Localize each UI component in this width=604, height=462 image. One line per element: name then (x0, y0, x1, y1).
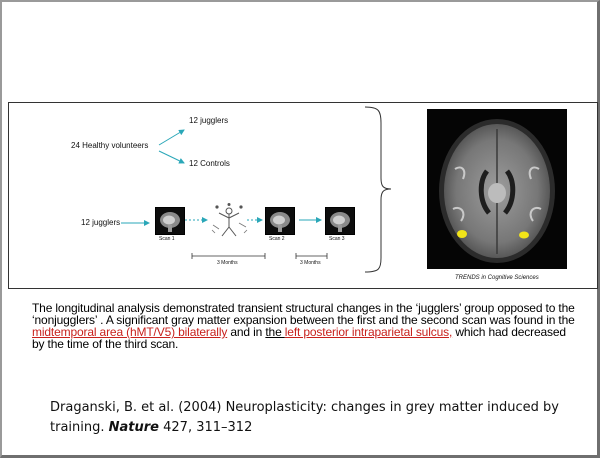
design-arrows (121, 106, 392, 273)
citation-ref: 427, 311–312 (159, 420, 253, 435)
interval-bar-2 (295, 253, 328, 259)
label-jugglers-group: 12 jugglers (189, 116, 229, 125)
interval-bar-1 (191, 253, 266, 259)
axial-mri-image (427, 109, 567, 269)
mri-scan2-image (265, 207, 295, 235)
scan1-label: Scan 1 (159, 236, 175, 242)
caption-highlight-ips: left posterior intraparietal sulcus, (284, 325, 453, 339)
brain-axial-icon (439, 119, 555, 263)
label-jugglers-row: 12 jugglers (81, 218, 121, 227)
juggling-illustration (211, 203, 248, 237)
scan3-label: Scan 3 (329, 236, 345, 242)
citation-text: Draganski, B. et al. (2004) Neuroplastic… (50, 400, 559, 435)
interval1-label: 3 Months (217, 260, 238, 266)
bracket (364, 106, 392, 273)
activation-right (519, 231, 529, 239)
scan2-label: Scan 2 (269, 236, 285, 242)
arrow-to-controls (158, 150, 185, 164)
citation: Draganski, B. et al. (2004) Neuroplastic… (50, 398, 570, 438)
caption-text-1: The longitudinal analysis demonstrated t… (32, 301, 575, 327)
label-volunteers: 24 Healthy volunteers (71, 141, 149, 150)
citation-journal: Nature (108, 420, 159, 435)
caption-text-3: which had decreased by the time of the t… (32, 325, 566, 351)
caption-highlight-mt: midtemporal area (hMT/V5) bilaterally (32, 325, 228, 339)
arrow-to-jugglers (158, 129, 185, 146)
mri-scan3-image (325, 207, 355, 235)
brain-sagittal-icon (160, 212, 180, 232)
caption: The longitudinal analysis demonstrated t… (32, 302, 577, 350)
brain-sagittal-icon (270, 212, 290, 232)
study-design-figure: 12 jugglers 24 Healthy volunteers 12 Con… (8, 102, 598, 289)
activation-left (457, 230, 467, 238)
interval2-label: 3 Months (300, 260, 321, 266)
brain-sagittal-icon (330, 212, 350, 232)
mri-scan1-image (155, 207, 185, 235)
caption-text-2: and in (227, 325, 266, 339)
figure-credit: TRENDS in Cognitive Sciences (455, 275, 539, 281)
caption-underline-the: the (265, 325, 285, 339)
label-controls-group: 12 Controls (189, 159, 230, 168)
